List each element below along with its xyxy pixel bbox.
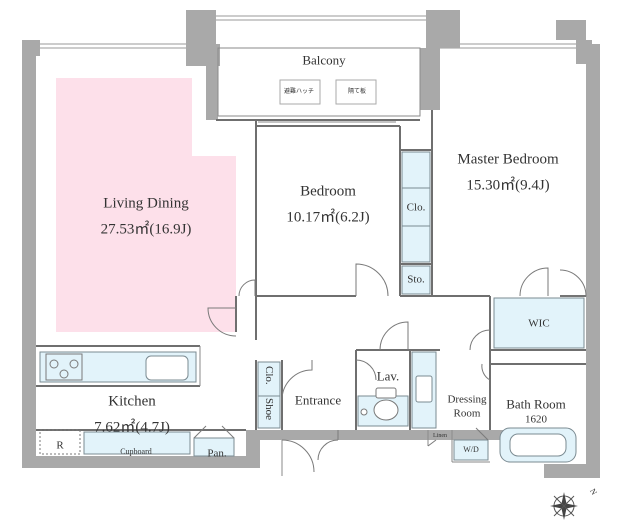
entrance-label: Entrance (294, 392, 342, 408)
bedroom-label: Bedroom (300, 183, 356, 200)
outer-walls (22, 10, 600, 478)
doors (193, 263, 587, 473)
balcony-tag-right: 隔て板 (347, 89, 367, 95)
master-bedroom-label: Master Bedroom (457, 151, 559, 168)
refrigerator-space (39, 429, 81, 455)
balcony-tags (279, 79, 377, 105)
kitchen-label: Kitchen (108, 393, 156, 410)
master-bedroom-area: 15.30㎡(9.4J) (466, 177, 550, 194)
bath-room-size: 1620 (525, 413, 547, 426)
refrigerator-label: R (56, 439, 64, 452)
sink-and-toilet (360, 387, 399, 421)
washer-dryer-label: W/D (463, 445, 479, 454)
bath-room-label: Bath Room (506, 396, 566, 412)
bedroom-area: 10.17㎡(6.2J) (286, 209, 370, 226)
kitchen-area: 7.62㎡(4.7J) (94, 419, 170, 436)
shoe-storage-label: Shoe (263, 398, 275, 420)
living-dining-area: 27.53㎡(16.9J) (100, 221, 192, 238)
cupboard-label: Cupboard (120, 447, 152, 456)
balcony-label: Balcony (302, 52, 346, 68)
dressing-room-label-line1: Dressing (447, 393, 487, 406)
living-dining-highlight (56, 78, 236, 332)
walk-in-closet-label: WIC (528, 317, 550, 330)
interior-walls (36, 110, 586, 431)
cooktop (45, 353, 83, 381)
lavatory-label: Lav. (376, 368, 400, 384)
pantry-label: Pan. (207, 447, 227, 460)
storage-label: Sto. (407, 273, 425, 286)
bedroom-closet-label: Clo. (406, 201, 426, 214)
living-dining-label: Living Dining (103, 195, 189, 212)
thin-lines (199, 47, 490, 476)
linen-label: Linen (433, 433, 447, 439)
compass-icon (550, 492, 578, 520)
dressing-room-label-line2: Room (453, 407, 481, 420)
balcony-railing (22, 15, 584, 49)
fixture-fills (39, 151, 585, 463)
entrance-closet-label: Clo. (263, 366, 275, 385)
balcony-tag-left: 避難ハッチ (283, 89, 315, 95)
